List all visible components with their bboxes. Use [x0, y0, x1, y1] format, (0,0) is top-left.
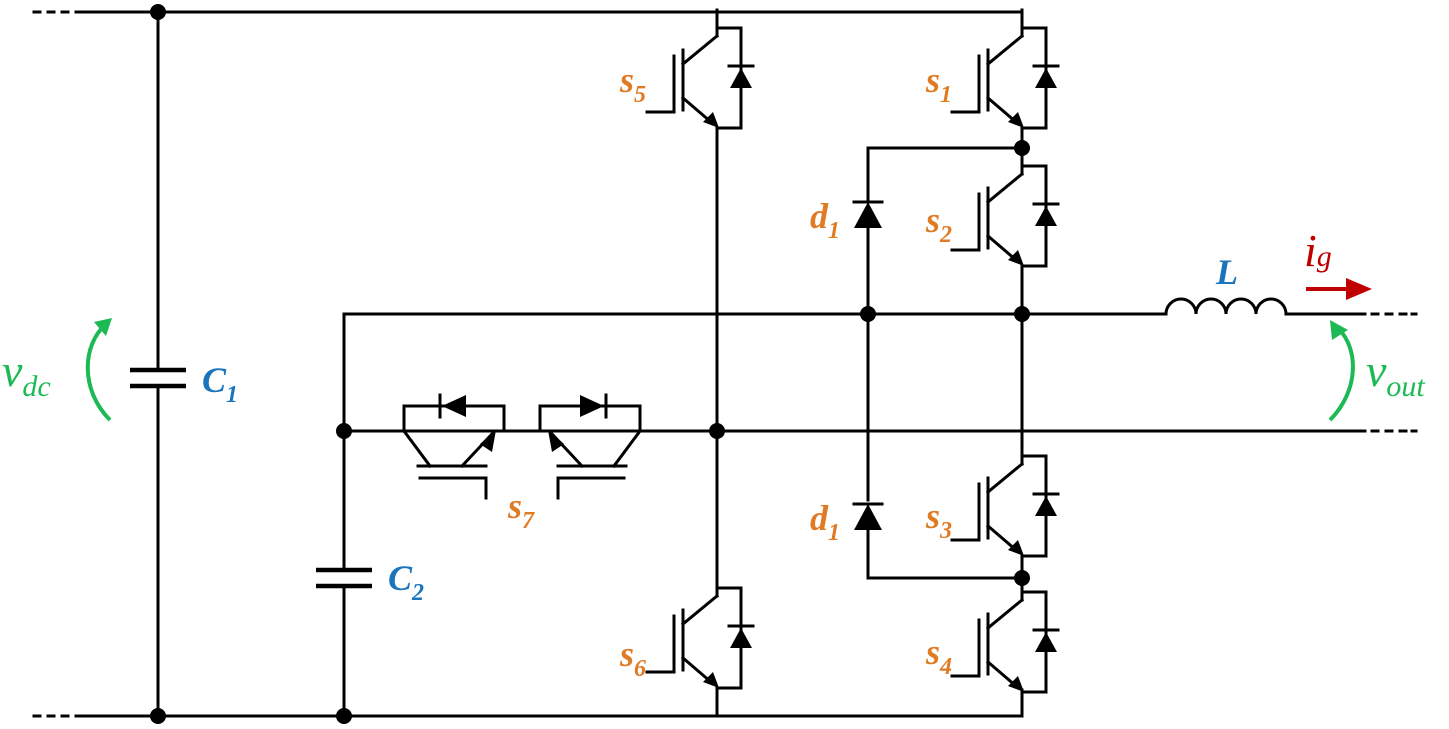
- vdc-arrow: [85, 318, 112, 422]
- diode-d1-top: [852, 146, 1024, 322]
- diode-d1-bottom: [852, 312, 1024, 580]
- switch-s7: [401, 393, 643, 500]
- label-vdc: vdc: [2, 345, 51, 403]
- label-s7: s7: [507, 486, 535, 534]
- label-s6: s6: [619, 634, 646, 682]
- switch-s1: [950, 8, 1060, 144]
- vout-arrow: [1328, 320, 1355, 422]
- switch-s5: [645, 8, 755, 144]
- label-s5: s5: [619, 60, 646, 108]
- label-ig: ig: [1304, 225, 1332, 276]
- leg-s5-s6: [709, 10, 725, 718]
- capacitor-c2: [316, 312, 372, 724]
- label-s1: s1: [925, 60, 952, 108]
- label-vout: vout: [1366, 345, 1425, 403]
- label-c1: C1: [202, 360, 238, 408]
- current-arrow: [1306, 278, 1372, 300]
- switch-s6: [645, 568, 755, 704]
- label-d1-top: d1: [810, 196, 840, 244]
- label-d1-bottom: d1: [810, 498, 840, 546]
- label-l: L: [1215, 252, 1238, 292]
- switch-s4: [950, 572, 1060, 708]
- label-c2: C2: [388, 558, 424, 606]
- switch-s3: [950, 436, 1060, 572]
- switch-s2: [950, 146, 1060, 282]
- label-s2: s2: [925, 200, 952, 248]
- label-s4: s4: [925, 632, 952, 680]
- capacitor-c1: [130, 4, 186, 724]
- label-s3: s3: [925, 496, 952, 544]
- inductor-l: [1020, 297, 1418, 316]
